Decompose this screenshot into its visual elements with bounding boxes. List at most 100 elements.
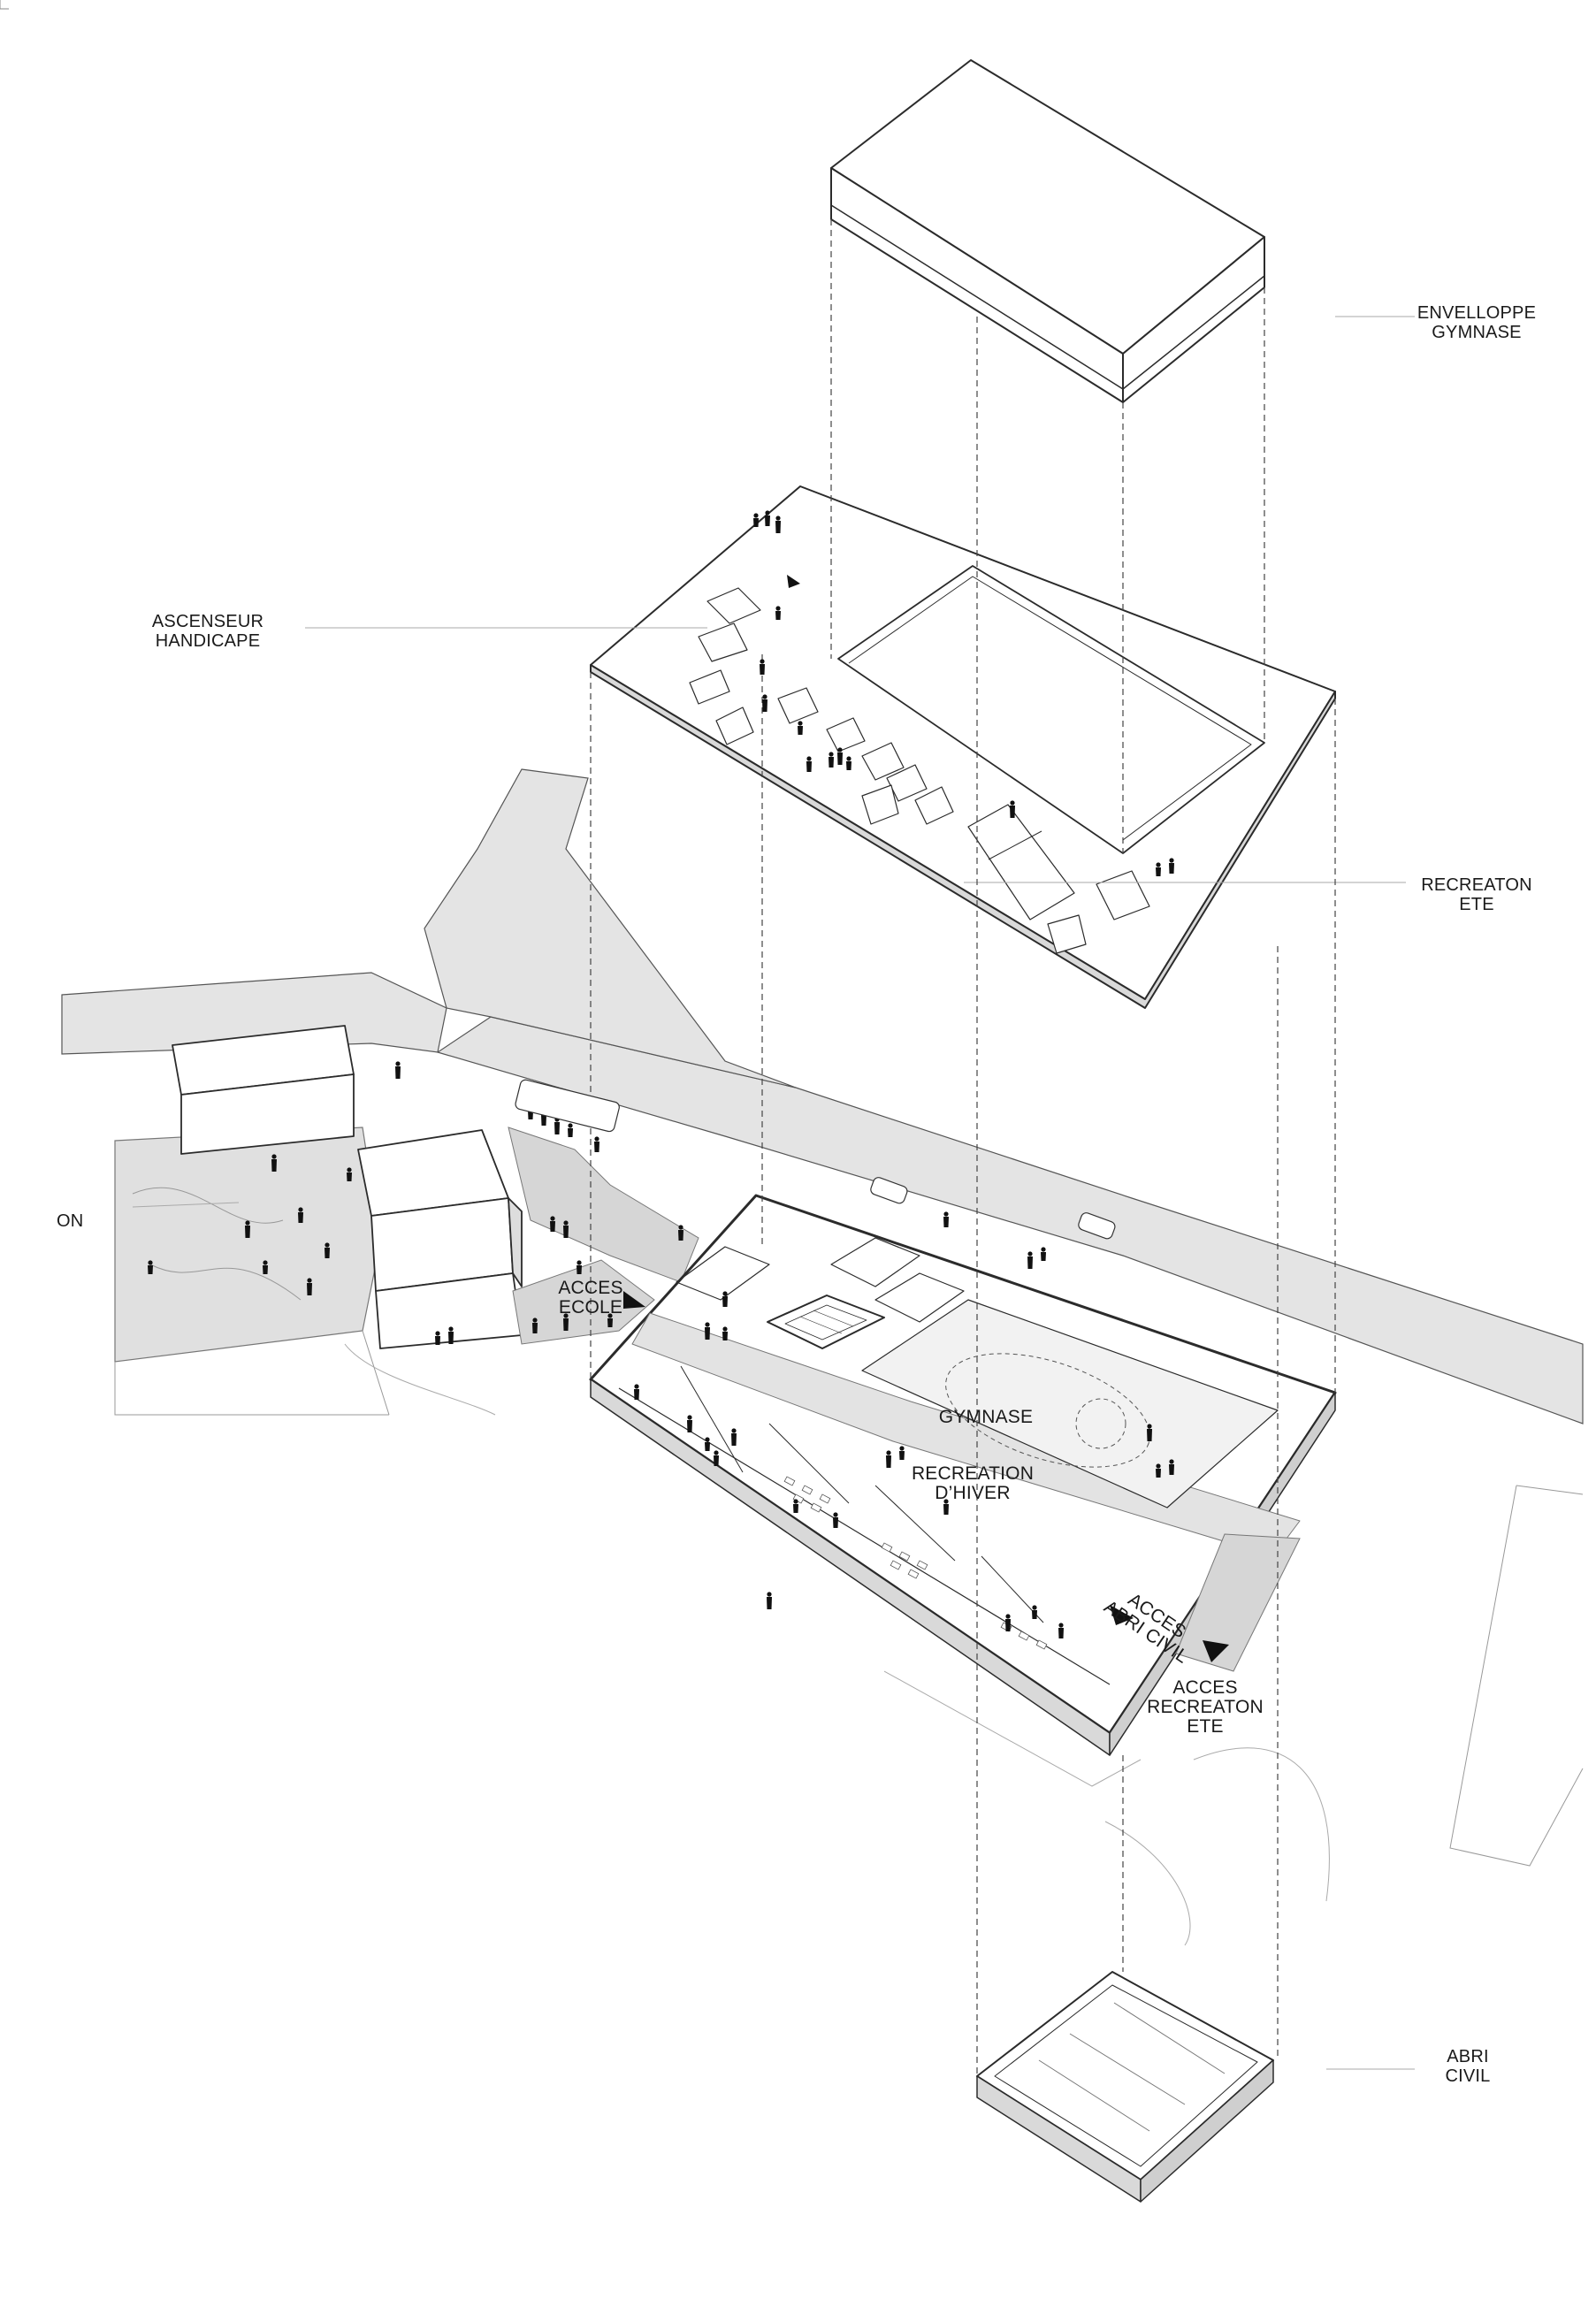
- label-gymnase: GYMNASE: [938, 1407, 1034, 1427]
- person-figure: [263, 1260, 268, 1274]
- road-west: [61, 972, 447, 1055]
- school-access-arrow: [623, 1291, 645, 1309]
- person-figure: [634, 1384, 639, 1400]
- person-figure: [563, 1220, 569, 1238]
- person-figure: [731, 1428, 737, 1446]
- people-figures: [148, 510, 1174, 1638]
- person-figure: [594, 1136, 599, 1152]
- person-figure: [753, 513, 759, 527]
- label-shelter-line2: CIVIL: [1445, 2066, 1491, 2086]
- person-figure: [943, 1499, 949, 1515]
- label-envelope-gymnase: ENVELLOPPE GYMNASE: [1410, 303, 1543, 342]
- person-figure: [271, 1154, 277, 1172]
- person-figure: [837, 747, 843, 765]
- roof-plate: [590, 485, 1336, 1009]
- shelter-access-arrow: [1110, 1605, 1134, 1625]
- person-figure: [1156, 862, 1161, 876]
- label-winter-line1: RECREATION: [911, 1463, 1035, 1484]
- person-figure: [722, 1326, 728, 1340]
- label-envelope-line2: GYMNASE: [1432, 323, 1522, 342]
- person-figure: [568, 1123, 573, 1137]
- person-figure: [1147, 1424, 1152, 1441]
- person-figure: [607, 1313, 613, 1327]
- label-envelope-line1: ENVELLOPPE: [1417, 303, 1537, 323]
- person-figure: [833, 1512, 838, 1528]
- label-elevator-line2: HANDICAPE: [155, 631, 261, 651]
- label-school-access-line2: ECOLE: [558, 1297, 623, 1318]
- person-figure: [1027, 1251, 1033, 1269]
- label-ascenseur-handicape: ASCENSEUR HANDICAPE: [141, 612, 274, 651]
- label-elevator-line1: ASCENSEUR: [151, 612, 264, 631]
- person-figure: [148, 1260, 153, 1274]
- path-to-school: [508, 1127, 699, 1283]
- person-figure: [760, 659, 765, 675]
- access-arrows: [623, 575, 1229, 1662]
- label-summer-line2: ETE: [1459, 895, 1494, 914]
- person-figure: [1005, 1614, 1011, 1631]
- person-figure: [806, 756, 812, 772]
- label-acces-ecole: ACCES ECOLE: [546, 1279, 635, 1318]
- person-figure: [563, 1313, 569, 1331]
- label-left-cut: ON: [57, 1211, 84, 1231]
- label-winter-line2: D’HIVER: [935, 1483, 1011, 1503]
- road-north: [424, 768, 797, 1088]
- school-building: [589, 1194, 1337, 1756]
- person-figure: [325, 1242, 330, 1258]
- label-acces-recreation-ete: ACCES RECREATON ETE: [1139, 1678, 1271, 1737]
- person-figure: [765, 510, 770, 526]
- person-figure: [550, 1216, 555, 1232]
- label-recreation-ete: RECREATON ETE: [1410, 875, 1543, 914]
- bus: [515, 1079, 620, 1133]
- person-figure: [307, 1278, 312, 1295]
- shelter-ramp: [1175, 1533, 1301, 1672]
- corner-mark: [0, 0, 9, 10]
- neighbouring-building: [1449, 1485, 1584, 1867]
- label-summer-access-line2: RECREATON: [1147, 1697, 1264, 1717]
- person-figure: [577, 1260, 582, 1274]
- person-figure: [554, 1117, 560, 1134]
- civil-shelter: [976, 1971, 1274, 2203]
- person-figure: [705, 1437, 710, 1451]
- person-figure: [762, 694, 767, 712]
- car: [1078, 1212, 1116, 1240]
- person-figure: [714, 1450, 719, 1466]
- person-figure: [1169, 1459, 1174, 1475]
- existing-buildings: [172, 1025, 523, 1349]
- person-figure: [775, 516, 781, 533]
- terrain-lines: [883, 1670, 1330, 1946]
- person-figure: [298, 1207, 303, 1223]
- person-figure: [943, 1211, 949, 1227]
- label-shelter-line1: ABRI: [1447, 2047, 1489, 2066]
- label-summer-access-line1: ACCES: [1172, 1677, 1238, 1698]
- path-to-school-lower: [512, 1259, 655, 1345]
- label-school-access-line1: ACCES: [558, 1278, 623, 1298]
- person-figure: [448, 1326, 454, 1344]
- person-figure: [899, 1446, 905, 1460]
- projection-lines: [590, 219, 1336, 2076]
- vehicles: [515, 1079, 1116, 1240]
- label-abri-civil: ABRI CIVIL: [1415, 2047, 1521, 2086]
- person-figure: [245, 1220, 250, 1238]
- schoolyard-left: [114, 1127, 381, 1363]
- person-figure: [395, 1061, 401, 1079]
- person-figure: [1041, 1247, 1046, 1261]
- person-figure: [793, 1499, 798, 1513]
- label-summer-line1: RECREATON: [1421, 875, 1532, 895]
- summer-access-arrow: [1203, 1640, 1229, 1662]
- person-figure: [532, 1318, 538, 1333]
- person-figure: [1010, 800, 1015, 818]
- label-recreation-hiver: RECREATION D’HIVER: [902, 1464, 1043, 1503]
- person-figure: [705, 1322, 710, 1340]
- person-figure: [846, 756, 851, 770]
- person-figure: [687, 1415, 692, 1432]
- person-figure: [1032, 1605, 1037, 1619]
- label-summer-access-line3: ETE: [1187, 1716, 1224, 1737]
- roof-access-arrow: [787, 575, 800, 588]
- classroom-desks: [783, 1476, 1048, 1650]
- person-figure: [1156, 1463, 1161, 1478]
- person-figure: [678, 1225, 683, 1241]
- person-figure: [722, 1291, 728, 1307]
- person-figure: [829, 752, 834, 768]
- person-figure: [1058, 1623, 1064, 1638]
